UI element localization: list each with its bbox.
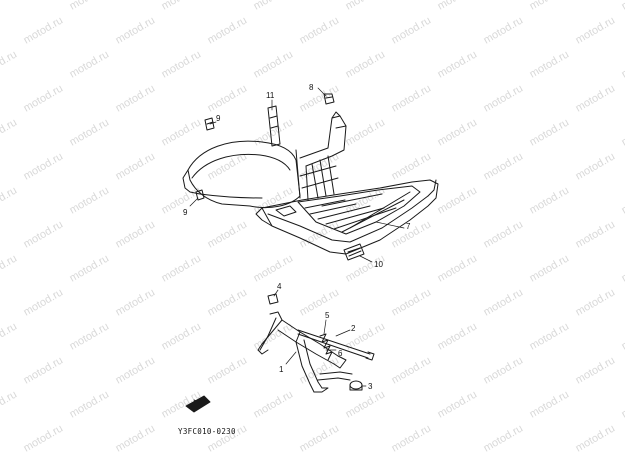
part-5-spring [319, 333, 333, 361]
part-label-7: 7 [406, 222, 411, 231]
main-stand [257, 311, 353, 393]
part-4-nut [267, 293, 279, 305]
part-2-shaft [297, 329, 375, 361]
part-label-10: 10 [374, 260, 383, 269]
footrest-board [182, 111, 439, 255]
part-label-1: 1 [279, 365, 284, 374]
part-label-3: 3 [368, 382, 373, 391]
part-label-5: 5 [325, 311, 330, 320]
part-9-clip-upper [204, 117, 215, 131]
part-label-9-upper: 9 [216, 114, 221, 123]
stand-bracket [185, 395, 211, 413]
part-label-8: 8 [309, 83, 314, 92]
diagram-code: Y3FC010-0230 [178, 427, 236, 436]
part-label-9-lower: 9 [183, 208, 188, 217]
part-10-plate [343, 243, 365, 261]
part-3-bushing [349, 380, 363, 391]
part-11-plate [267, 105, 281, 147]
leader-lines [189, 87, 405, 387]
part-9-clip-lower [195, 189, 205, 201]
part-label-4: 4 [277, 282, 282, 291]
part-label-2: 2 [351, 324, 356, 333]
part-label-6: 6 [338, 349, 343, 358]
part-8-clip [323, 93, 335, 105]
part-label-11: 11 [266, 91, 275, 100]
